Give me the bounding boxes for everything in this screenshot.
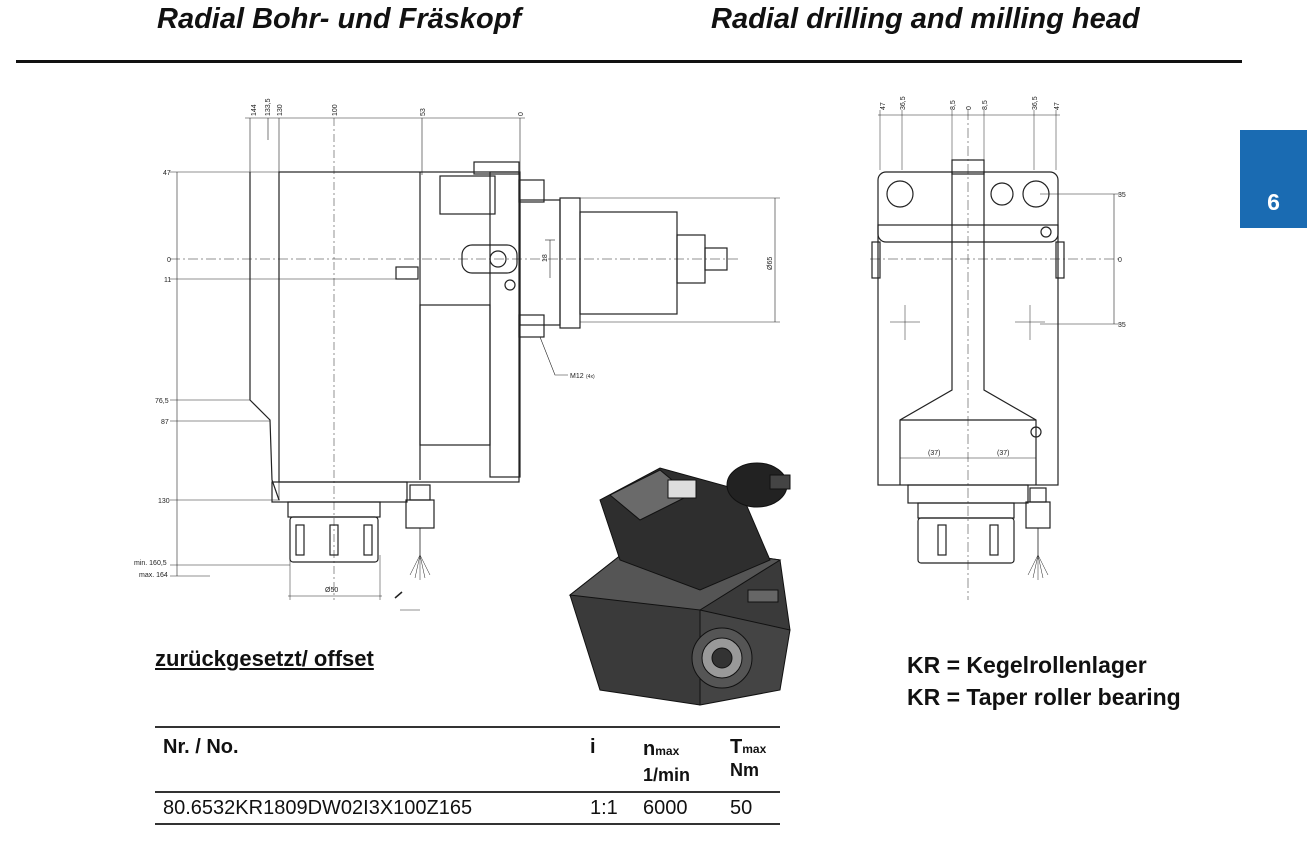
table-mid-rule	[155, 791, 780, 793]
svg-text:100: 100	[332, 104, 339, 116]
svg-text:36,5: 36,5	[1032, 96, 1039, 110]
svg-text:133,5: 133,5	[265, 98, 272, 116]
svg-text:47: 47	[880, 102, 887, 110]
header-speed-sub: max	[655, 744, 680, 758]
header-speed-unit: 1/min	[643, 765, 691, 785]
svg-text:(37): (37)	[928, 450, 940, 457]
svg-text:M12: M12	[570, 373, 584, 380]
svg-text:Ø65: Ø65	[767, 257, 774, 270]
row-speed: 6000	[643, 797, 688, 819]
title-german: Radial Bohr- und Fräskopf	[157, 3, 522, 35]
header-rule	[16, 60, 1242, 63]
svg-text:(4x): (4x)	[586, 374, 595, 380]
svg-text:76,5: 76,5	[155, 398, 169, 405]
svg-text:0: 0	[167, 257, 171, 264]
svg-text:130: 130	[158, 498, 170, 505]
svg-text:35: 35	[1118, 322, 1126, 329]
svg-text:0: 0	[518, 112, 525, 116]
svg-text:18: 18	[542, 254, 549, 262]
svg-text:144: 144	[251, 104, 258, 116]
svg-text:Ø50: Ø50	[325, 587, 338, 594]
header-torque-symbol: T	[730, 736, 743, 758]
row-ratio: 1:1	[590, 797, 618, 819]
legend-english: KR = Taper roller bearing	[907, 684, 1181, 710]
side-view-drawing	[170, 117, 780, 611]
svg-text:(37): (37)	[997, 450, 1009, 457]
table-top-rule	[155, 726, 780, 728]
svg-text:0: 0	[966, 106, 973, 110]
legend-german: KR = Kegelrollenlager	[907, 652, 1147, 678]
svg-text:35: 35	[1118, 192, 1126, 199]
header-torque-sub: max	[742, 742, 767, 756]
front-view-drawing	[870, 110, 1120, 600]
svg-text:47: 47	[163, 170, 171, 177]
svg-text:8,5: 8,5	[950, 100, 957, 110]
svg-text:130: 130	[277, 104, 284, 116]
front-view-dimensions: 47 36,5 8,5 0 8,5 36,5 47 35 0 35 (37) (…	[880, 96, 1126, 457]
table-bottom-rule	[155, 823, 780, 825]
svg-text:11: 11	[164, 277, 171, 284]
section-label: zurückgesetzt/ offset	[155, 646, 374, 671]
svg-text:53: 53	[420, 108, 427, 116]
product-rendering	[568, 462, 791, 706]
svg-text:87: 87	[161, 419, 169, 426]
svg-text:0: 0	[1118, 257, 1122, 264]
header-number: Nr. / No.	[163, 736, 239, 758]
row-torque: 50	[730, 797, 753, 819]
svg-text:max. 164: max. 164	[139, 572, 168, 579]
header-ratio: i	[590, 736, 596, 758]
header-speed-symbol: n	[643, 738, 656, 760]
svg-text:36,5: 36,5	[900, 96, 907, 110]
chapter-tab: 6	[1240, 130, 1307, 228]
header-torque-unit: Nm	[730, 760, 760, 780]
row-number: 80.6532KR1809DW02I3X100Z165	[163, 797, 473, 819]
svg-text:47: 47	[1054, 102, 1061, 110]
header-torque: Tmax	[730, 736, 766, 759]
side-view-dimensions: 144 133,5 130 100 53 0 47 0 11 76,5 87 1…	[134, 98, 774, 594]
svg-text:min. 160,5: min. 160,5	[134, 560, 167, 567]
header-speed: nmax	[643, 738, 679, 761]
title-english: Radial drilling and milling head	[711, 3, 1140, 35]
svg-text:8,5: 8,5	[982, 100, 989, 110]
